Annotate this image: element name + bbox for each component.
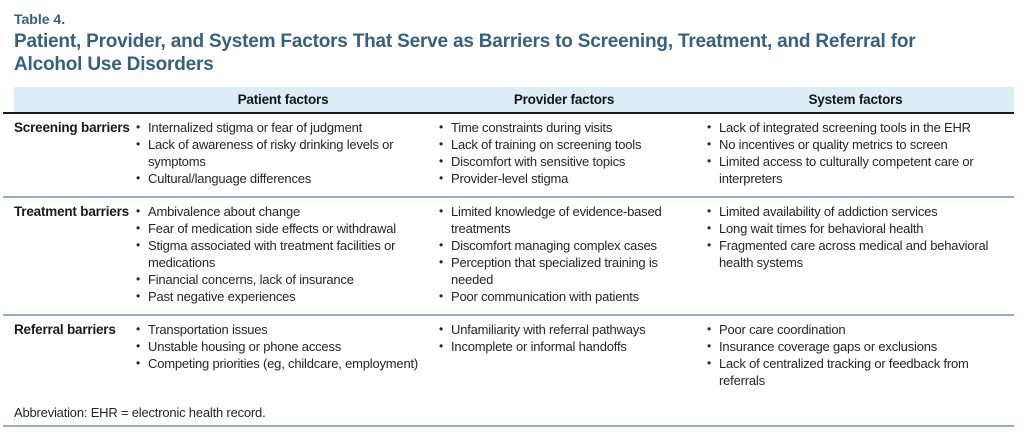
cell-treatment-patient: Ambivalence about change Fear of medicat…	[135, 203, 431, 305]
cell-referral-patient: Transportation issues Unstable housing o…	[135, 321, 431, 389]
bullet-item: Poor communication with patients	[438, 288, 697, 305]
bullet-item: Discomfort with sensitive topics	[438, 153, 697, 170]
table-bottom-rule	[3, 425, 1014, 427]
bullet-item: No incentives or quality metrics to scre…	[706, 136, 1014, 153]
bullet-item: Incomplete or informal handoffs	[438, 338, 697, 355]
cell-treatment-system: Limited availability of addiction servic…	[697, 203, 1014, 305]
bullet-item: Fear of medication side effects or withd…	[135, 220, 431, 237]
table-row-referral-barriers: Referral barriers Transportation issues …	[14, 316, 1014, 398]
bullet-item: Limited availability of addiction servic…	[706, 203, 1014, 220]
cell-referral-system: Poor care coordination Insurance coverag…	[697, 321, 1014, 389]
cell-screening-system: Lack of integrated screening tools in th…	[697, 119, 1014, 187]
bullet-item: Limited access to culturally competent c…	[706, 153, 1014, 187]
bullet-item: Lack of integrated screening tools in th…	[706, 119, 1014, 136]
cell-screening-patient: Internalized stigma or fear of judgment …	[135, 119, 431, 187]
table-title-line2: Alcohol Use Disorders	[14, 54, 214, 75]
bullet-item: Unstable housing or phone access	[135, 338, 431, 355]
bullet-item: Ambivalence about change	[135, 203, 431, 220]
table-title: Patient, Provider, and System Factors Th…	[14, 30, 1018, 76]
bullet-item: Stigma associated with treatment facilit…	[135, 237, 431, 271]
bullet-item: Discomfort managing complex cases	[438, 237, 697, 254]
table-label: Table 4.	[14, 11, 66, 27]
bullet-item: Internalized stigma or fear of judgment	[135, 119, 431, 136]
header-divider-rule	[3, 112, 1014, 114]
bullet-item: Perception that specialized training is …	[438, 254, 697, 288]
column-header-provider-factors: Provider factors	[513, 92, 615, 107]
cell-referral-provider: Unfamiliarity with referral pathways Inc…	[431, 321, 697, 389]
row-label: Referral barriers	[14, 322, 116, 337]
row-divider-rule	[3, 196, 1014, 198]
bullet-item: Lack of awareness of risky drinking leve…	[135, 136, 431, 170]
bullet-item: Financial concerns, lack of insurance	[135, 271, 431, 288]
column-header-system-factors: System factors	[808, 92, 903, 107]
bullet-item: Long wait times for behavioral health	[706, 220, 1014, 237]
bullet-item: Cultural/language differences	[135, 170, 431, 187]
barriers-table: Patient factors Provider factors System …	[3, 87, 1014, 427]
bullet-item: Insurance coverage gaps or exclusions	[706, 338, 1014, 355]
bullet-item: Time constraints during visits	[438, 119, 697, 136]
bullet-item: Provider-level stigma	[438, 170, 697, 187]
cell-treatment-provider: Limited knowledge of evidence-based trea…	[431, 203, 697, 305]
bullet-item: Poor care coordination	[706, 321, 1014, 338]
row-divider-rule	[3, 314, 1014, 316]
cell-screening-provider: Time constraints during visits Lack of t…	[431, 119, 697, 187]
table-title-line1: Patient, Provider, and System Factors Th…	[14, 31, 916, 52]
bullet-item: Unfamiliarity with referral pathways	[438, 321, 697, 338]
bullet-item: Transportation issues	[135, 321, 431, 338]
bullet-item: Limited knowledge of evidence-based trea…	[438, 203, 697, 237]
table-row-treatment-barriers: Treatment barriers Ambivalence about cha…	[14, 198, 1014, 314]
bullet-item: Fragmented care across medical and behav…	[706, 237, 1014, 271]
table-header-row: Patient factors Provider factors System …	[14, 87, 1014, 112]
bullet-item: Competing priorities (eg, childcare, emp…	[135, 355, 431, 372]
bullet-item: Lack of centralized tracking or feedback…	[706, 355, 1014, 389]
table-row-screening-barriers: Screening barriers Internalized stigma o…	[14, 114, 1014, 196]
bullet-item: Lack of training on screening tools	[438, 136, 697, 153]
column-header-patient-factors: Patient factors	[237, 92, 329, 107]
row-label: Treatment barriers	[14, 204, 129, 219]
abbreviation-footnote: Abbreviation: EHR = electronic health re…	[14, 405, 266, 420]
bullet-item: Past negative experiences	[135, 288, 431, 305]
row-label: Screening barriers	[14, 120, 130, 135]
